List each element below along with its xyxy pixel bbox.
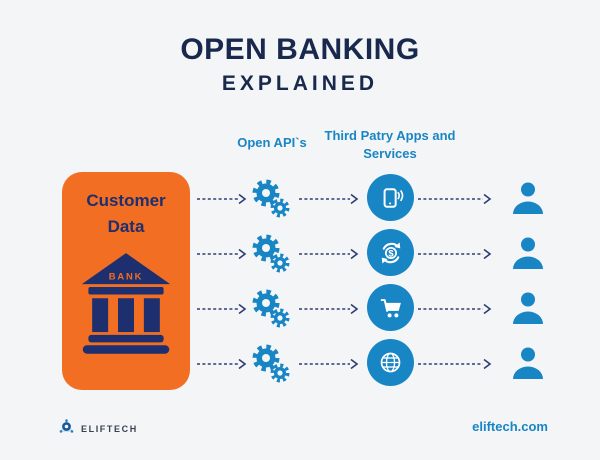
user-icon: [510, 290, 546, 331]
dashed-arrow-icon: [299, 192, 359, 210]
svg-text:$: $: [388, 248, 394, 258]
gears-api-icon: [246, 230, 294, 283]
column-header-open-apis: Open API`s: [237, 135, 307, 150]
column-header-third-party-apps: Third Patry Apps and Services: [324, 128, 456, 162]
customer-data-panel: Customer Data BANK: [62, 172, 190, 390]
dashed-arrow-icon: [418, 192, 492, 210]
dashed-arrow-icon: [299, 357, 359, 375]
mobile-payment-icon: [367, 174, 414, 221]
website-link: eliftech.com: [472, 419, 548, 434]
dashed-arrow-icon: [197, 302, 247, 320]
gears-api-icon: [246, 340, 294, 393]
eliftech-logo-text: ELIFTECH: [81, 424, 138, 434]
dashed-arrow-icon: [299, 247, 359, 265]
page-subtitle: EXPLAINED: [221, 72, 379, 95]
internet-globe-icon: [367, 339, 414, 386]
dashed-arrow-icon: [299, 302, 359, 320]
gears-api-icon: [246, 285, 294, 338]
dashed-arrow-icon: [197, 247, 247, 265]
eliftech-logo-icon: [58, 418, 75, 440]
page-title: OPEN BANKING: [180, 33, 420, 66]
dashed-arrow-icon: [418, 357, 492, 375]
user-icon: [510, 345, 546, 386]
user-icon: [510, 235, 546, 276]
bank-icon: BANK: [79, 250, 173, 359]
dashed-arrow-icon: [197, 192, 247, 210]
shopping-cart-icon: [367, 284, 414, 331]
money-transfer-icon: $: [367, 229, 414, 276]
dashed-arrow-icon: [418, 247, 492, 265]
dashed-arrow-icon: [197, 357, 247, 375]
user-icon: [510, 180, 546, 221]
eliftech-logo: ELIFTECH: [58, 418, 138, 440]
dashed-arrow-icon: [418, 302, 492, 320]
gears-api-icon: [246, 175, 294, 228]
customer-data-label: Customer Data: [86, 191, 166, 236]
bank-label: BANK: [109, 270, 144, 281]
